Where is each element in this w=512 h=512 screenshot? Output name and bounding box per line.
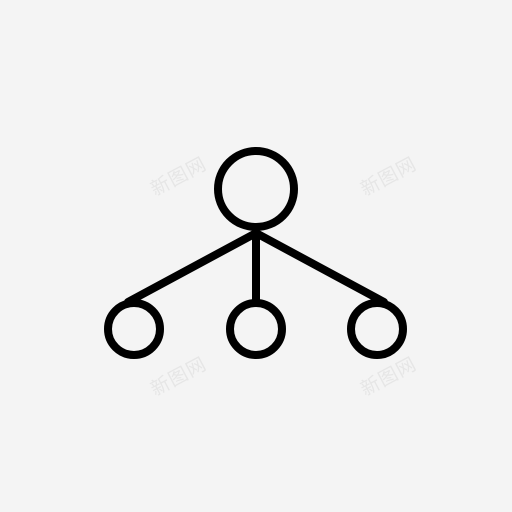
child-node-right-circle <box>347 299 407 359</box>
child-node-left-circle <box>104 299 164 359</box>
connector-right-line <box>252 229 388 306</box>
parent-node-circle <box>214 147 298 231</box>
child-node-center-circle <box>226 299 286 359</box>
connector-left-line <box>124 229 260 306</box>
